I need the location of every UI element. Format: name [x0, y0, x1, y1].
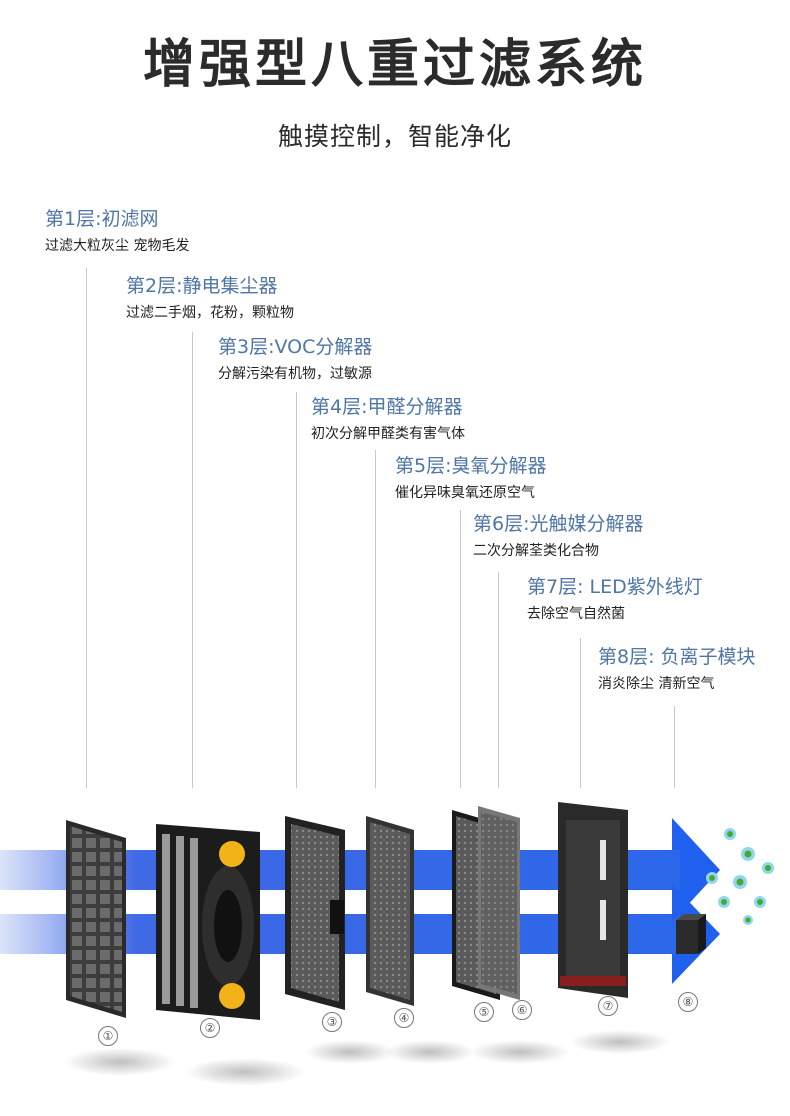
shadow — [385, 1040, 475, 1064]
layer-heading: 第5层:臭氧分解器 — [395, 455, 547, 477]
layer-heading: 第1层:初滤网 — [45, 208, 159, 230]
layer-number-6: ⑥ — [512, 1000, 532, 1020]
filter-1-pre-filter — [66, 820, 126, 1018]
layer-4-label: 第4层:甲醛分解器 初次分解甲醛类有害气体 — [311, 392, 465, 443]
airflow-arrowhead-top — [672, 818, 720, 922]
layer-number-7: ⑦ — [598, 996, 618, 1016]
page-subtitle: 触摸控制，智能净化 — [277, 122, 512, 151]
page-title: 增强型八重过滤系统 — [142, 35, 647, 95]
shadow — [185, 1058, 305, 1086]
filter-2-electrostatic-collector — [156, 824, 260, 1020]
filter-8-ion-module — [676, 914, 706, 954]
leader-line — [674, 706, 675, 788]
filter-stack-illustration — [0, 802, 774, 1086]
layer-number-1: ① — [98, 1026, 118, 1046]
layer-6-label: 第6层:光触媒分解器 二次分解荃类化合物 — [473, 509, 644, 560]
layer-description: 去除空气自然菌 — [527, 606, 625, 622]
leader-line — [460, 510, 461, 788]
leader-line — [296, 392, 297, 788]
shadow — [65, 1048, 175, 1076]
shadow — [570, 1030, 670, 1054]
layer-1-label: 第1层:初滤网 过滤大粒灰尘 宠物毛发 — [45, 204, 189, 255]
layer-description: 分解污染有机物，过敏源 — [218, 366, 372, 382]
leader-line — [498, 572, 499, 788]
layer-5-label: 第5层:臭氧分解器 催化异味臭氧还原空气 — [395, 451, 547, 502]
filter-7-uv-lamp — [558, 802, 628, 998]
layer-number-4: ④ — [394, 1008, 414, 1028]
layer-description: 过滤二手烟，花粉，颗粒物 — [126, 305, 294, 321]
layer-description: 催化异味臭氧还原空气 — [395, 485, 535, 501]
leader-line — [86, 268, 87, 788]
leader-line — [580, 638, 581, 788]
layer-heading: 第8层: 负离子模块 — [598, 646, 756, 668]
layer-number-8: ⑧ — [678, 992, 698, 1012]
leader-line — [375, 450, 376, 788]
layer-number-2: ② — [200, 1018, 220, 1038]
filter-4-formaldehyde-filter — [366, 816, 414, 1006]
shadow — [305, 1040, 395, 1064]
leader-line — [192, 332, 193, 788]
layer-description: 过滤大粒灰尘 宠物毛发 — [45, 238, 190, 254]
layer-2-label: 第2层:静电集尘器 过滤二手烟，花粉，颗粒物 — [126, 271, 294, 322]
layer-7-label: 第7层: LED紫外线灯 去除空气自然菌 — [527, 572, 703, 623]
layer-heading: 第3层:VOC分解器 — [218, 336, 373, 358]
layer-description: 二次分解荃类化合物 — [473, 543, 599, 559]
filter-3-voc-filter — [285, 816, 345, 1010]
layer-number-3: ③ — [322, 1012, 342, 1032]
layer-description: 消炎除尘 清新空气 — [598, 676, 715, 692]
layer-heading: 第6层:光触媒分解器 — [473, 513, 644, 535]
shadow — [470, 1040, 570, 1064]
layer-description: 初次分解甲醛类有害气体 — [311, 426, 465, 442]
clean-air-particles — [706, 828, 774, 925]
layer-number-5: ⑤ — [474, 1002, 494, 1022]
layer-heading: 第4层:甲醛分解器 — [311, 396, 463, 418]
filter-6-photocatalyst-filter — [478, 806, 520, 1000]
layer-8-label: 第8层: 负离子模块 消炎除尘 清新空气 — [598, 642, 756, 693]
layer-heading: 第7层: LED紫外线灯 — [527, 576, 703, 598]
layer-heading: 第2层:静电集尘器 — [126, 275, 278, 297]
layer-3-label: 第3层:VOC分解器 分解污染有机物，过敏源 — [218, 332, 372, 383]
